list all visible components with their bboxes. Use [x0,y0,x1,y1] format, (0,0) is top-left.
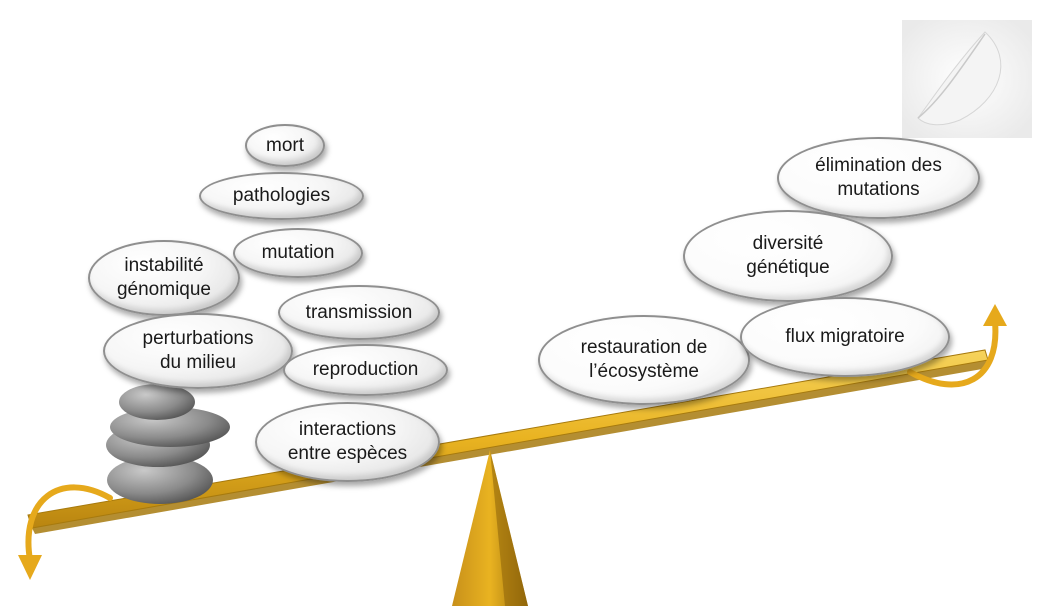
factor-mort-label: mort [266,134,304,156]
factor-pathologies: pathologies [199,172,364,220]
factor-flux-migratoire: flux migratoire [740,297,950,377]
factor-pathologies-label: pathologies [232,185,331,207]
factor-reproduction-label: reproduction [312,359,419,381]
factor-elimination-des-mutations-label: élimination des mutations [815,155,942,200]
factor-instabilite-genomique-label: instabilité génomique [116,255,212,300]
factor-mutation: mutation [233,228,363,278]
factor-mort: mort [245,124,325,167]
factor-interactions-entre-especes-label: interactions entre espèces [287,419,408,464]
factor-flux-migratoire-label: flux migratoire [785,326,905,348]
factor-restauration-ecosysteme: restauration de l’écosystème [538,315,750,405]
factor-elimination-des-mutations: élimination des mutations [777,137,980,219]
down-arrow-icon [18,484,113,580]
factor-perturbations-du-milieu-label: perturbations du milieu [142,328,254,373]
factor-diversite-genetique: diversité génétique [683,210,893,302]
factor-restauration-ecosysteme-label: restauration de l’écosystème [580,337,708,382]
factor-perturbations-du-milieu: perturbations du milieu [103,313,293,389]
feather-icon [902,20,1032,138]
up-arrow-icon [907,304,1007,388]
factor-mutation-label: mutation [261,242,335,264]
fulcrum [452,450,528,606]
factor-instabilite-genomique: instabilité génomique [88,240,240,316]
factor-diversite-genetique-label: diversité génétique [746,233,830,278]
factor-reproduction: reproduction [283,344,448,396]
stacked-stones-icon [106,384,230,504]
factor-transmission-label: transmission [305,301,413,323]
factor-transmission: transmission [278,285,440,340]
factor-interactions-entre-especes: interactions entre espèces [255,402,440,482]
